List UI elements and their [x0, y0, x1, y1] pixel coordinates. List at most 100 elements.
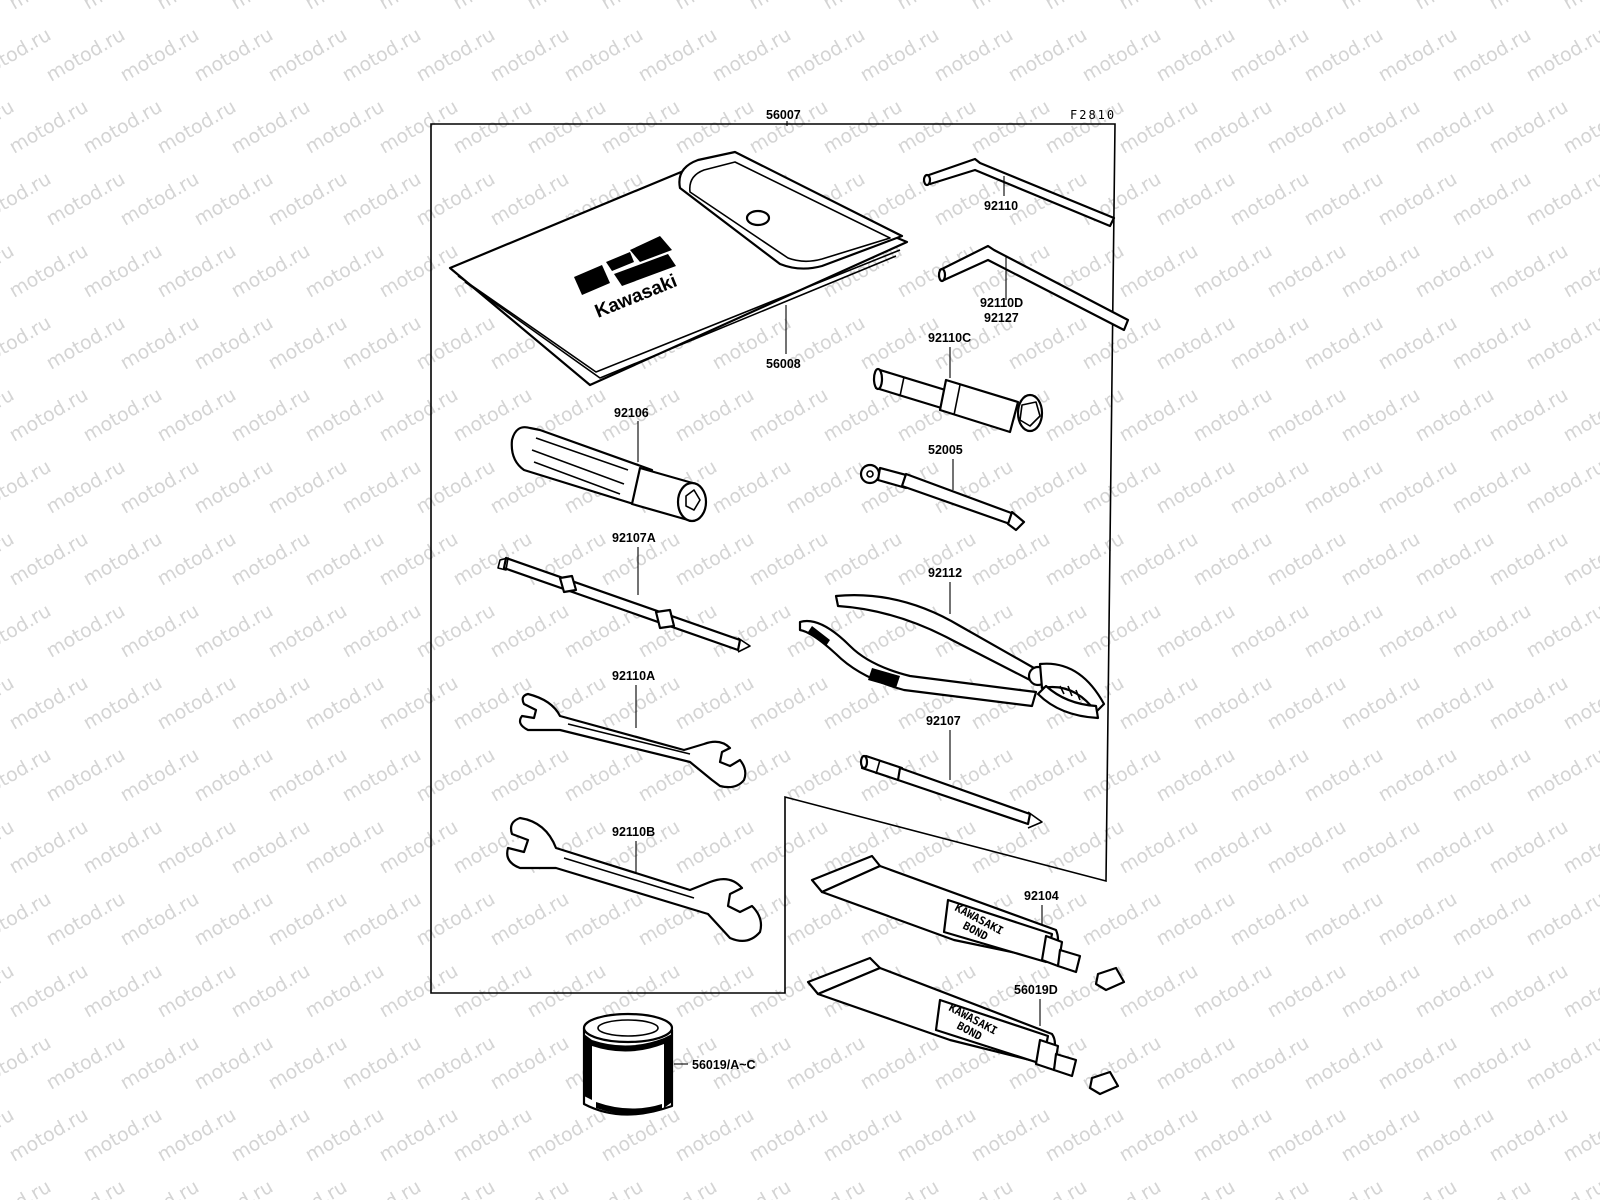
watermark-text: motod.ru: [228, 0, 314, 14]
watermark-text: motod.ru: [154, 960, 240, 1023]
bond-tube-lower: KAWASAKI BOND: [806, 956, 1120, 1096]
watermark-text: motod.ru: [339, 312, 425, 375]
watermark-text: motod.ru: [0, 888, 55, 951]
watermark-text: motod.ru: [1338, 816, 1424, 879]
watermark-text: motod.ru: [1338, 528, 1424, 591]
watermark-text: motod.ru: [524, 1104, 610, 1167]
watermark-text: motod.ru: [672, 96, 758, 159]
watermark-text: motod.ru: [820, 1104, 906, 1167]
watermark-text: motod.ru: [1412, 0, 1498, 14]
watermark-text: motod.ru: [302, 384, 388, 447]
watermark-text: motod.ru: [1412, 240, 1498, 303]
watermark-text: motod.ru: [43, 168, 129, 231]
watermark-text: motod.ru: [1264, 384, 1350, 447]
watermark-text: motod.ru: [376, 672, 462, 735]
label-92110: 92110: [984, 199, 1018, 213]
watermark-text: motod.ru: [1264, 528, 1350, 591]
watermark-text: motod.ru: [561, 888, 647, 951]
watermark-text: motod.ru: [1486, 960, 1572, 1023]
watermark-text: motod.ru: [0, 600, 55, 663]
watermark-text: motod.ru: [1005, 744, 1091, 807]
watermark-text: motod.ru: [1116, 0, 1202, 14]
bond-tube-upper: KAWASAKI BOND: [810, 854, 1126, 992]
watermark-text: motod.ru: [746, 96, 832, 159]
watermark-text: motod.ru: [117, 1032, 203, 1095]
watermark-text: motod.ru: [1042, 0, 1128, 14]
watermark-text: motod.ru: [1375, 168, 1461, 231]
watermark-text: motod.ru: [1227, 24, 1313, 87]
watermark-text: motod.ru: [746, 672, 832, 735]
watermark-text: motod.ru: [339, 888, 425, 951]
watermark-text: motod.ru: [1153, 600, 1239, 663]
watermark-text: motod.ru: [1264, 96, 1350, 159]
watermark-text: motod.ru: [1190, 1104, 1276, 1167]
watermark-text: motod.ru: [487, 600, 573, 663]
watermark-text: motod.ru: [1301, 744, 1387, 807]
watermark-text: motod.ru: [339, 24, 425, 87]
watermark-text: motod.ru: [783, 456, 869, 519]
watermark-text: motod.ru: [154, 0, 240, 14]
watermark-text: motod.ru: [228, 96, 314, 159]
watermark-text: motod.ru: [1227, 168, 1313, 231]
watermark-text: motod.ru: [746, 384, 832, 447]
watermark-text: motod.ru: [746, 816, 832, 879]
watermark-text: motod.ru: [1338, 240, 1424, 303]
watermark-text: motod.ru: [1116, 960, 1202, 1023]
watermark-text: motod.ru: [1153, 24, 1239, 87]
watermark-text: motod.ru: [302, 816, 388, 879]
watermark-text: motod.ru: [1227, 888, 1313, 951]
watermark-text: motod.ru: [1375, 744, 1461, 807]
watermark-text: motod.ru: [376, 960, 462, 1023]
hex-key-small: [922, 157, 1116, 228]
watermark-text: motod.ru: [339, 168, 425, 231]
watermark-text: motod.ru: [1338, 672, 1424, 735]
watermark-text: motod.ru: [117, 24, 203, 87]
label-56007: 56007: [766, 108, 801, 122]
watermark-text: motod.ru: [487, 1032, 573, 1095]
watermark-text: motod.ru: [968, 0, 1054, 14]
watermark-text: motod.ru: [0, 1032, 55, 1095]
watermark-text: motod.ru: [1153, 1176, 1239, 1200]
watermark-text: motod.ru: [1523, 456, 1600, 519]
label-92110C: 92110C: [928, 331, 971, 345]
watermark-text: motod.ru: [80, 672, 166, 735]
hex-key-large: [937, 244, 1130, 332]
watermark-text: motod.ru: [80, 384, 166, 447]
watermark-text: motod.ru: [1116, 816, 1202, 879]
watermark-text: motod.ru: [413, 600, 499, 663]
watermark-text: motod.ru: [1116, 528, 1202, 591]
watermark-text: motod.ru: [228, 672, 314, 735]
watermark-text: motod.ru: [43, 456, 129, 519]
watermark-text: motod.ru: [820, 0, 906, 14]
watermark-text: motod.ru: [154, 528, 240, 591]
watermark-text: motod.ru: [80, 528, 166, 591]
watermark-text: motod.ru: [1486, 240, 1572, 303]
label-56019D: 56019D: [1014, 983, 1058, 997]
watermark-text: motod.ru: [1338, 0, 1424, 14]
watermark-text: motod.ru: [1227, 456, 1313, 519]
watermark-text: motod.ru: [1005, 456, 1091, 519]
watermark-text: motod.ru: [1486, 96, 1572, 159]
watermark-text: motod.ru: [1301, 24, 1387, 87]
watermark-text: motod.ru: [302, 0, 388, 14]
watermark-text: motod.ru: [524, 0, 610, 14]
watermark-text: motod.ru: [228, 240, 314, 303]
screwdriver-handle: [510, 426, 708, 523]
watermark-text: motod.ru: [746, 1104, 832, 1167]
watermark-text: motod.ru: [672, 960, 758, 1023]
watermark-text: motod.ru: [487, 168, 573, 231]
watermark-text: motod.ru: [1264, 240, 1350, 303]
watermark-text: motod.ru: [191, 888, 277, 951]
label-92127: 92127: [984, 311, 1019, 325]
watermark-text: motod.ru: [413, 456, 499, 519]
watermark-text: motod.ru: [1412, 960, 1498, 1023]
tool-pouch: Kawasaki: [448, 150, 909, 387]
watermark-text: motod.ru: [1560, 0, 1600, 14]
screwdriver-shaft: [859, 754, 1043, 829]
watermark-text: motod.ru: [1153, 1032, 1239, 1095]
watermark-text: motod.ru: [1412, 96, 1498, 159]
watermark-text: motod.ru: [265, 312, 351, 375]
watermark-text: motod.ru: [0, 456, 55, 519]
watermark-text: motod.ru: [561, 24, 647, 87]
